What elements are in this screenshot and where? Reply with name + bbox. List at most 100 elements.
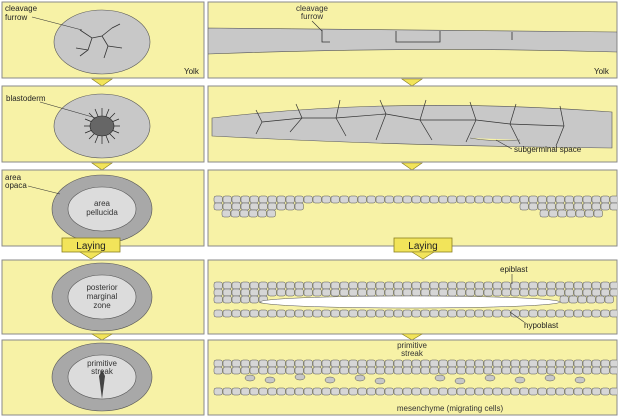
cell (502, 289, 510, 296)
cell (547, 360, 555, 367)
cell (367, 196, 375, 203)
cell (286, 367, 294, 374)
cell (430, 367, 438, 374)
center-label-5b: streak (91, 367, 114, 376)
cell (493, 310, 501, 317)
cell (214, 310, 222, 317)
cell (556, 388, 564, 395)
cell (286, 203, 294, 210)
cell (268, 360, 276, 367)
cell (376, 367, 384, 374)
cell (439, 310, 447, 317)
cell (556, 203, 564, 210)
cell (223, 203, 231, 210)
cell (250, 360, 258, 367)
cell (601, 367, 609, 374)
cell (583, 289, 591, 296)
cell (277, 310, 285, 317)
cell (250, 203, 258, 210)
cell (565, 360, 573, 367)
cell (560, 296, 568, 303)
cell (295, 388, 303, 395)
cell (592, 367, 600, 374)
cell (493, 360, 501, 367)
cell (538, 282, 546, 289)
cell (259, 310, 267, 317)
cell (430, 310, 438, 317)
cell (214, 203, 222, 210)
cell (385, 310, 393, 317)
cell (421, 289, 429, 296)
cell (556, 289, 564, 296)
cell (448, 289, 456, 296)
cell (313, 282, 321, 289)
cell (268, 282, 276, 289)
cell (457, 310, 465, 317)
cell (304, 360, 312, 367)
cell (358, 388, 366, 395)
cell (223, 310, 231, 317)
cell (430, 196, 438, 203)
cell (475, 367, 483, 374)
cell (457, 360, 465, 367)
cell (475, 360, 483, 367)
cell (367, 282, 375, 289)
cell (529, 367, 537, 374)
cell (259, 282, 267, 289)
cell (475, 282, 483, 289)
cell (493, 196, 501, 203)
cell (385, 289, 393, 296)
cell (385, 360, 393, 367)
cell (466, 367, 474, 374)
cell (565, 282, 573, 289)
migrating-cell (295, 374, 305, 380)
cell (214, 360, 222, 367)
laying-label-right: Laying (408, 241, 437, 252)
stage-3: area pellucida area opaca (2, 170, 618, 246)
cell (594, 210, 602, 217)
cell (403, 196, 411, 203)
cell (569, 296, 577, 303)
cell (592, 360, 600, 367)
cell (277, 367, 285, 374)
cell (466, 282, 474, 289)
cell (358, 196, 366, 203)
cell (322, 282, 330, 289)
cell (592, 282, 600, 289)
cell (430, 388, 438, 395)
cell (592, 196, 600, 203)
cell (565, 388, 573, 395)
cell (313, 310, 321, 317)
cell (578, 296, 586, 303)
cell (304, 196, 312, 203)
arrow-down-icon (92, 334, 112, 340)
cell (457, 388, 465, 395)
cell (394, 360, 402, 367)
cell (529, 360, 537, 367)
arrow-down-icon (80, 252, 102, 259)
cell (358, 367, 366, 374)
cell (367, 310, 375, 317)
cell (394, 310, 402, 317)
cell (367, 367, 375, 374)
cell (250, 296, 258, 303)
cell (268, 310, 276, 317)
laying-label-left: Laying (76, 241, 105, 252)
cell (376, 289, 384, 296)
cell (240, 210, 248, 217)
blastocoel-cavity (260, 296, 560, 308)
cell (394, 282, 402, 289)
migrating-cell (245, 375, 255, 381)
arrow-down-icon (402, 334, 422, 340)
cell (286, 388, 294, 395)
cell (583, 310, 591, 317)
cell (277, 282, 285, 289)
stage-4: posterior marginal zone epiblast hypobla… (2, 260, 618, 334)
cell (520, 388, 528, 395)
cell (529, 289, 537, 296)
cell (322, 196, 330, 203)
cell (349, 367, 357, 374)
cell (322, 289, 330, 296)
cell (540, 210, 548, 217)
cell (322, 367, 330, 374)
